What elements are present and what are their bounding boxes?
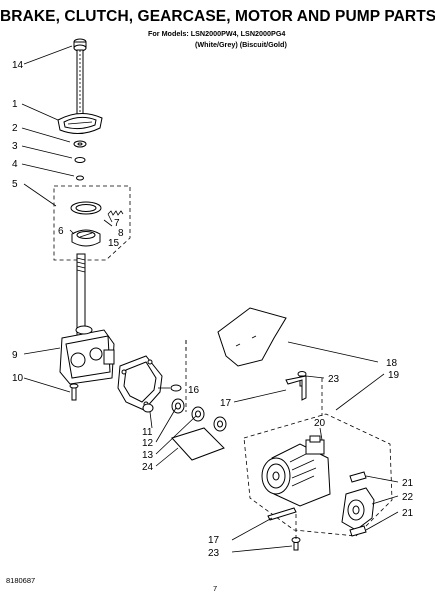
callout-22: 22: [402, 492, 414, 503]
part-rod-17: [285, 375, 307, 401]
colors-line: (White/Grey) (Biscuit/Gold): [195, 40, 287, 49]
callout-9: 9: [12, 350, 18, 361]
page-title: BRAKE, CLUTCH, GEARCASE, MOTOR AND PUMP …: [0, 8, 435, 25]
part-pad: [171, 427, 225, 461]
footer-page-number: 7: [213, 584, 218, 593]
callout-5: 5: [12, 179, 18, 190]
part-coupling-12: [171, 398, 185, 414]
part-pump-nut: [170, 384, 182, 392]
leader-lines: [21, 45, 399, 553]
part-screw-bottom: [291, 537, 301, 551]
callout-1: 1: [12, 99, 18, 110]
callout-23-top: 23: [328, 374, 340, 385]
callout-14: 14: [12, 60, 24, 71]
part-clip: [76, 175, 84, 181]
callout-21-bottom: 21: [402, 508, 414, 519]
part-coupling-13: [191, 406, 227, 432]
callout-24: 24: [142, 462, 154, 473]
callout-12: 12: [142, 438, 154, 449]
callout-labels: 14 1 2 3 4 5 6 7 8 15 9 10 16 11 12 13 2…: [12, 60, 414, 559]
part-clutch: [70, 201, 124, 247]
part-brake: [57, 113, 103, 134]
clutch-assembly-outline: [53, 185, 131, 261]
part-retaining-ring: [74, 157, 86, 163]
callout-4: 4: [12, 159, 18, 170]
part-pulley-11: [142, 403, 154, 413]
callout-19: 19: [388, 370, 400, 381]
callout-10: 10: [12, 373, 24, 384]
part-upper-shaft: [76, 49, 84, 115]
callout-13: 13: [142, 450, 154, 461]
callout-11: 11: [142, 427, 153, 438]
callout-17-bottom: 17: [208, 535, 220, 546]
callout-21-top: 21: [402, 478, 414, 489]
callout-16: 16: [188, 385, 200, 396]
part-clip-21b: [349, 525, 367, 537]
part-motor: [261, 435, 331, 507]
part-gearcase: [59, 325, 115, 385]
callout-15: 15: [108, 238, 120, 249]
part-shaft-cap: [73, 38, 87, 52]
part-motor-shield: [217, 307, 287, 367]
callout-6: 6: [58, 226, 64, 237]
callout-20: 20: [314, 418, 326, 429]
part-rod-17-lower: [267, 507, 297, 521]
part-bolt-10: [69, 383, 79, 401]
callout-7: 7: [114, 218, 120, 229]
models-line: For Models: LSN2000PW4, LSN2000PG4: [148, 29, 286, 38]
callout-17-top: 17: [220, 398, 232, 409]
callout-18: 18: [386, 358, 398, 369]
part-clip-21a: [349, 471, 367, 483]
callout-3: 3: [12, 141, 18, 152]
part-pump-gasket: [117, 355, 163, 411]
callout-8: 8: [118, 228, 124, 239]
footer-part-number: 8180687: [6, 576, 36, 585]
callout-2: 2: [12, 123, 18, 134]
callout-23-bottom: 23: [208, 548, 220, 559]
part-pump: [341, 487, 375, 531]
